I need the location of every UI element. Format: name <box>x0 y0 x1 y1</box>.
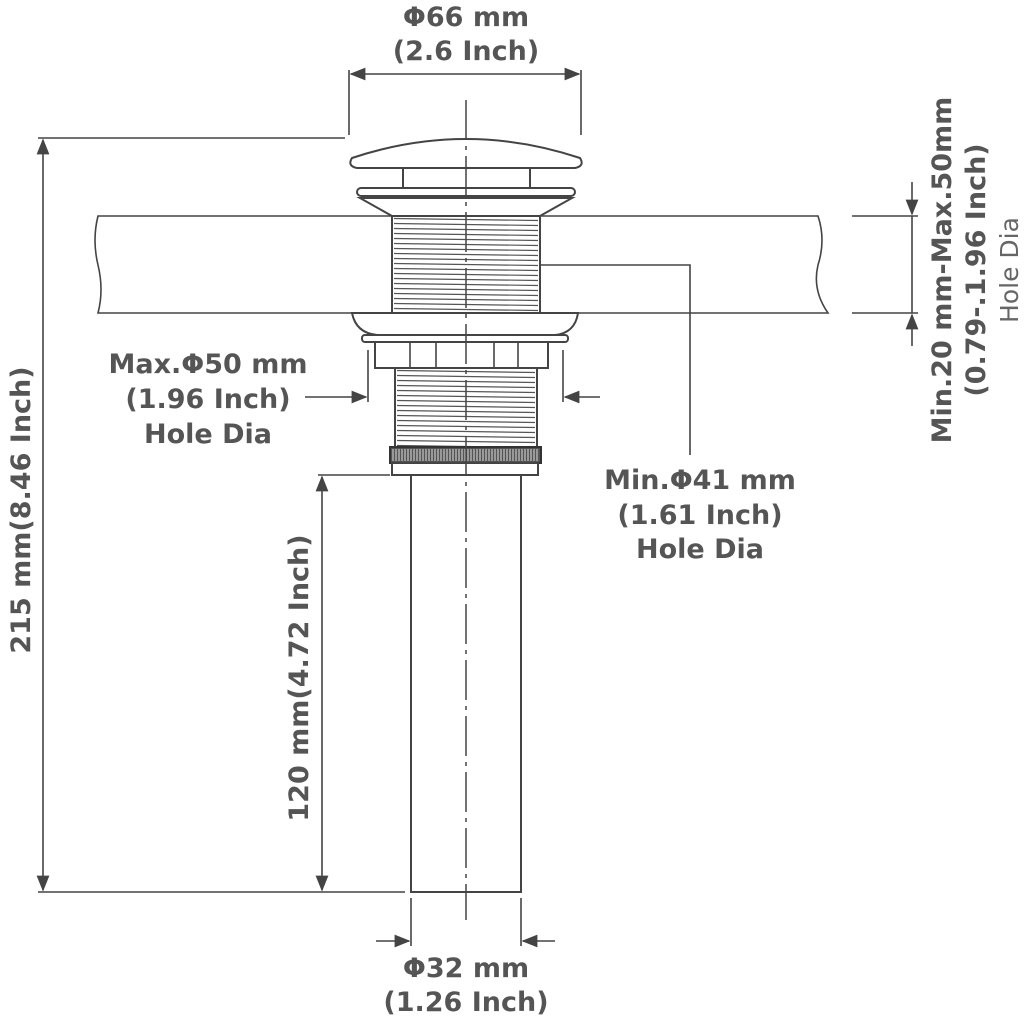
pipe-length-dimension <box>315 474 390 892</box>
min-hole-inch: (1.61 Inch) <box>617 500 782 531</box>
pipe-diameter-dimension <box>376 898 555 948</box>
min-hole-leader <box>540 264 691 455</box>
drain-body <box>349 138 583 893</box>
min-hole-caption: Hole Dia <box>636 534 764 565</box>
top-diameter-dimension <box>348 67 582 135</box>
pipe-diameter-mm: Φ32 mm <box>403 953 529 984</box>
lock-nut <box>374 341 549 369</box>
min-hole-mm: Min.Φ41 mm <box>604 465 796 496</box>
thread-line <box>396 374 536 379</box>
counter-thickness-inch: (0.79-.1.96 Inch) <box>961 143 992 396</box>
pop-up-cap <box>349 138 583 169</box>
total-height-dimension <box>36 137 405 893</box>
max-hole-dimension <box>305 350 600 404</box>
top-diameter-mm: Φ66 mm <box>403 2 529 33</box>
counter-thickness-caption: Hole Dia <box>995 217 1024 323</box>
pipe-length-label: 120 mm(4.72 Inch) <box>284 534 315 821</box>
thread-line <box>393 262 539 267</box>
max-hole-caption: Hole Dia <box>144 419 272 450</box>
total-height-label: 215 mm(8.46 Inch) <box>6 366 37 653</box>
thread-line <box>393 307 539 312</box>
top-diameter-inch: (2.6 Inch) <box>393 36 539 67</box>
pipe-diameter-inch: (1.26 Inch) <box>383 987 548 1018</box>
counter-thickness-dimension <box>852 182 919 346</box>
thread-line <box>396 419 536 424</box>
thread-line <box>393 252 539 257</box>
max-hole-mm: Max.Φ50 mm <box>109 349 308 380</box>
max-hole-inch: (1.96 Inch) <box>125 384 290 415</box>
countertop-section <box>94 215 830 314</box>
counter-thickness-mm: Min.20 mm-Max.50mm <box>927 97 958 444</box>
thread-line <box>396 429 536 434</box>
